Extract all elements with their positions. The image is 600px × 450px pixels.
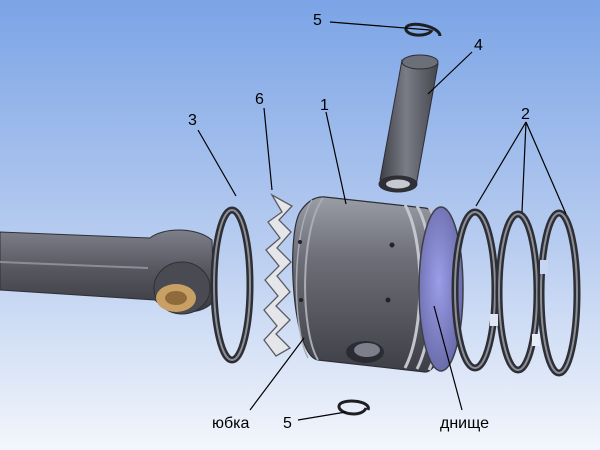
label-circlip-top: 5 [313, 12, 322, 29]
label-circlip-bottom: 5 [283, 415, 292, 432]
label-expander: 6 [255, 91, 264, 108]
piston-1 [292, 196, 464, 373]
label-piston: 1 [320, 97, 329, 114]
label-rings: 2 [521, 106, 530, 123]
oil-ring-expander-6 [263, 193, 294, 357]
piston-ring-3 [210, 206, 254, 364]
circlip-bottom-5 [337, 399, 370, 416]
piston-crown [418, 206, 464, 372]
piston-rings-2 [451, 208, 581, 377]
label-skirt: юбка [212, 415, 250, 432]
piston-pin-4 [378, 54, 439, 193]
label-crown: днище [440, 415, 489, 432]
label-ring-left: 3 [188, 112, 197, 129]
label-pin: 4 [474, 37, 483, 54]
leader-lines [197, 21, 567, 421]
